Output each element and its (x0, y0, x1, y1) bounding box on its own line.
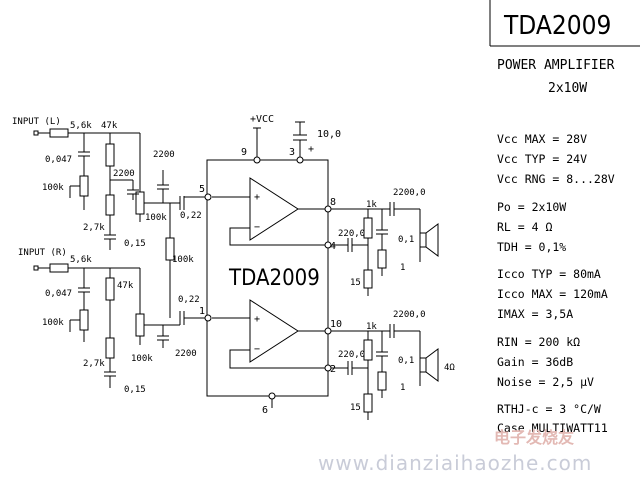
c015-r-label: 0,15 (124, 385, 146, 395)
svg-text:+: + (254, 314, 260, 325)
spec-icco-max: Icco MAX = 120mA (497, 287, 608, 301)
pin8-label: 8 (330, 197, 336, 208)
title-text: TDA2009 (503, 11, 611, 41)
r1k-bot-label: 1k (366, 322, 377, 332)
speaker-ohm-label: 4Ω (444, 363, 455, 373)
r1k-top-label: 1k (366, 200, 377, 210)
output-top-network: 1k 15 220,0 2200,0 0,1 1 (331, 188, 439, 296)
pin10-label: 10 (330, 319, 342, 330)
chip-label: TDA2009 (228, 266, 320, 291)
c01-top-label: 0,1 (398, 235, 414, 245)
c220-fb-bot-label: 220,0 (338, 350, 365, 360)
opamp-top: + − (212, 177, 326, 246)
spec-vcc-max: Vcc MAX = 28V (497, 132, 587, 146)
pin3-label: 3 (289, 147, 295, 158)
pot100k-l-label: 100k (42, 183, 64, 193)
svg-text:+: + (308, 144, 314, 155)
vcc-label: +VCC (250, 114, 274, 125)
c10-label: 10,0 (317, 129, 341, 140)
pot100k-2r-label: 100k (131, 354, 153, 364)
r1-bot-label: 1 (400, 383, 405, 393)
spec-vcc-rng: Vcc RNG = 8...28V (497, 172, 615, 186)
r27k-r-label: 2,7k (83, 359, 105, 369)
vcc-supply: +VCC 10,0 + (250, 114, 341, 157)
svg-text:+: + (254, 192, 260, 203)
mid-bias: 100k (165, 203, 194, 318)
spec-tdh: TDH = 0,1% (497, 240, 566, 254)
spec-imax: IMAX = 3,5A (497, 307, 573, 321)
r-in-l-label: 5,6k (70, 121, 92, 131)
spec-list: Vcc MAX = 28V Vcc TYP = 24V Vcc RNG = 8.… (497, 132, 615, 435)
c2200-l-label: 2200 (113, 169, 135, 179)
spec-gain: Gain = 36dB (497, 355, 573, 369)
r1-top-label: 1 (400, 263, 405, 273)
c2200-bot-label: 2200 (175, 349, 197, 359)
r27k-l-label: 2,7k (83, 223, 105, 233)
output-bottom-network: 1k 15 220,0 2200,0 0,1 1 4Ω (331, 310, 455, 420)
r15-top-label: 15 (350, 278, 361, 288)
svg-text:−: − (254, 222, 260, 233)
c2200-out-top-label: 2200,0 (393, 188, 426, 198)
spec-rthj: RTHJ-c = 3 °C/W (497, 402, 601, 416)
c015-l-label: 0,15 (124, 239, 146, 249)
svg-text:−: − (254, 344, 260, 355)
c022-r-label: 0,22 (178, 295, 200, 305)
ic-box: TDA2009 (206, 159, 329, 397)
c2200-out-bot-label: 2200,0 (393, 310, 426, 320)
title-box: TDA2009 (489, 0, 640, 47)
pin6-label: 6 (262, 405, 268, 416)
spec-case: Case MULTIWATT11 (497, 421, 608, 435)
input-l-label: INPUT (L) (12, 117, 61, 127)
input-r-label: INPUT (R) (18, 248, 67, 258)
r-in-r-label: 5,6k (70, 255, 92, 265)
subtitle-line1: POWER AMPLIFIER (497, 58, 615, 73)
c0047-l-label: 0,047 (45, 155, 72, 165)
watermark-cn: 电子发烧友 (494, 428, 575, 447)
pot100k-r-label: 100k (42, 318, 64, 328)
c2200-top-label: 2200 (153, 150, 175, 160)
watermark-url: www.dianziaihaozhe.com (318, 451, 592, 475)
c01-bot-label: 0,1 (398, 356, 414, 366)
spec-icco-typ: Icco TYP = 80mA (497, 267, 601, 281)
c0047-r-label: 0,047 (45, 289, 72, 299)
spec-noise: Noise = 2,5 μV (497, 375, 594, 389)
input-right-network: INPUT (R) 5,6k 0,047 100k 47k 2,7k 0,15 … (18, 248, 205, 395)
opamp-bottom: + − (212, 299, 326, 369)
pin4-label: 4 (330, 241, 336, 252)
spec-rl: RL = 4 Ω (497, 220, 552, 234)
spec-po: Po = 2x10W (497, 200, 566, 214)
c022-l-label: 0,22 (180, 211, 202, 221)
r15-bot-label: 15 (350, 403, 361, 413)
pin1-label: 1 (199, 306, 205, 317)
pin2-label: 2 (330, 364, 336, 375)
r47k-l-label: 47k (101, 121, 118, 131)
pin5-label: 5 (199, 184, 205, 195)
input-left-network: INPUT (L) 5,6k 47k 0,047 100k 2200 2,7k … (12, 117, 205, 250)
subtitle-line2: 2x10W (548, 81, 587, 96)
c220-fb-top-label: 220,0 (338, 229, 365, 239)
pot100k-2l-label: 100k (145, 213, 167, 223)
r47k-r-label: 47k (117, 281, 134, 291)
pin9-label: 9 (241, 147, 247, 158)
r100k-mid-label: 100k (172, 255, 194, 265)
spec-vcc-typ: Vcc TYP = 24V (497, 152, 587, 166)
spec-rin: RIN = 200 kΩ (497, 335, 580, 349)
